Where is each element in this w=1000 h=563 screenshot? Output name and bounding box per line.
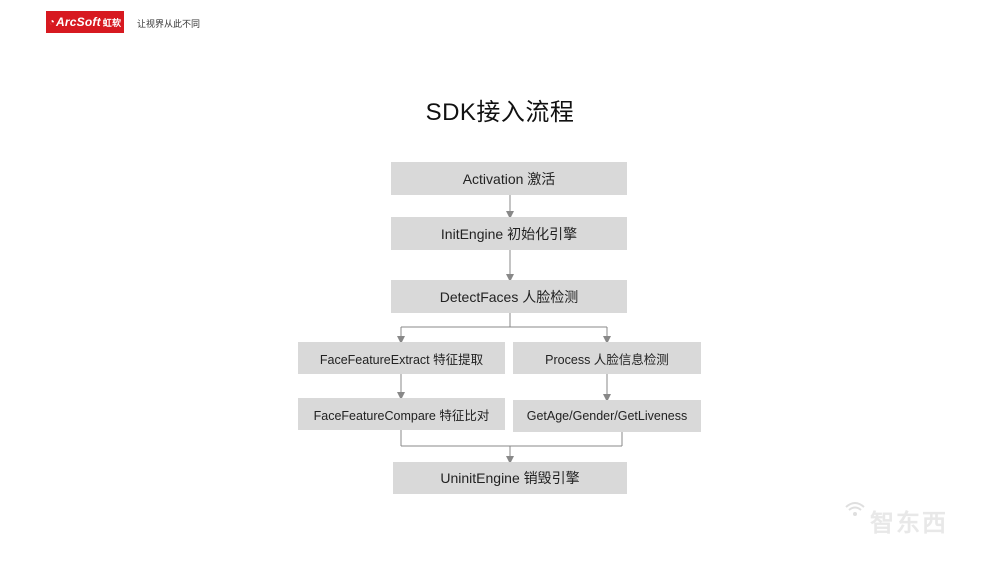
- node-init-engine: InitEngine 初始化引擎: [391, 217, 627, 250]
- node-process: Process 人脸信息检测: [513, 342, 701, 374]
- tagline: 让视界从此不同: [137, 20, 201, 30]
- wifi-watermark-icon: [845, 502, 865, 516]
- logo-cn-text: 虹软: [102, 17, 122, 28]
- page-title: SDK接入流程: [425, 99, 575, 126]
- logo-text: ArcSoft: [56, 15, 101, 29]
- node-uninit-engine: UninitEngine 销毁引擎: [393, 462, 627, 494]
- node-face-feature-compare: FaceFeatureCompare 特征比对: [298, 398, 505, 430]
- logo-swirl-icon: ◔: [48, 16, 56, 28]
- node-face-feature-extract: FaceFeatureExtract 特征提取: [298, 342, 505, 374]
- node-activation: Activation 激活: [391, 162, 627, 195]
- node-get-age-gender-liveness: GetAge/Gender/GetLiveness: [513, 400, 701, 432]
- arcsoft-logo: ◔ ArcSoft 虹软: [46, 11, 124, 33]
- node-detect-faces: DetectFaces 人脸检测: [391, 280, 627, 313]
- watermark-text: 智东西: [870, 510, 948, 537]
